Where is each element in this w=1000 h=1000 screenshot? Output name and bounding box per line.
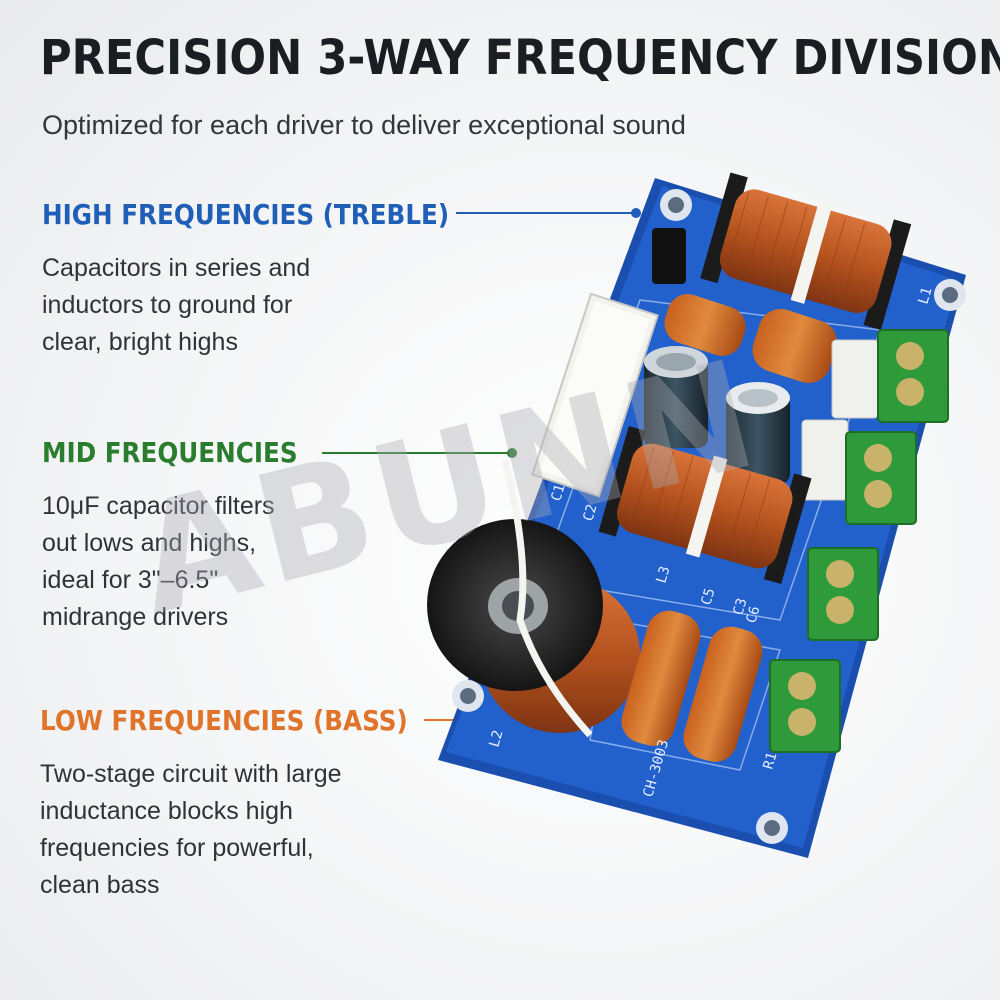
treble-inductor [700,172,912,331]
electrolytic-capacitor [726,382,790,484]
page-title: PRECISION 3-WAY FREQUENCY DIVISION [40,30,1000,86]
high-frequency-heading: HIGH FREQUENCIES (TREBLE) [42,198,450,231]
mid-frequency-heading: MID FREQUENCIES [42,436,298,469]
silkscreen-label: L3 [653,564,673,585]
low-frequency-description: Two-stage circuit with large inductance … [40,760,342,899]
silkscreen-label: C2 [580,502,600,523]
high-frequency-description: Capacitors in series and inductors to gr… [42,254,311,356]
high-callout-line [456,208,641,218]
silkscreen-label: L2 [486,728,506,749]
low-frequency-heading: LOW FREQUENCIES (BASS) [40,704,408,737]
silkscreen-label: L1 [915,285,935,306]
mounting-hole [660,189,692,221]
mid-inductor [598,425,812,585]
terminal-block [877,329,949,423]
silkscreen-label: R1 [760,750,780,771]
ceramic-resistor [531,292,659,498]
mounting-hole [452,680,484,712]
mid-callout-line [322,448,517,458]
film-capacitor [752,308,837,384]
page-subtitle: Optimized for each driver to deliver exc… [42,110,686,140]
film-capacitor [621,610,701,746]
mid-frequency-description: 10μF capacitor filters out lows and high… [42,492,275,631]
white-block [801,419,849,501]
mounting-hole [756,812,788,844]
terminal-block [807,547,879,641]
mounting-holes [452,189,966,844]
terminal-block [845,431,917,525]
film-capacitor [664,294,746,356]
silkscreen-label: C1 [548,482,568,503]
silkscreen-label: C3 [730,596,750,617]
mounting-hole [934,279,966,311]
silkscreen-label: C6 [743,604,763,625]
white-block [831,339,879,419]
electrolytic-capacitor [644,346,708,448]
silkscreen-label: C5 [698,586,718,607]
film-capacitor [683,626,763,762]
switch-block [652,228,686,284]
terminal-block [769,659,841,753]
bass-inductor [427,459,640,738]
